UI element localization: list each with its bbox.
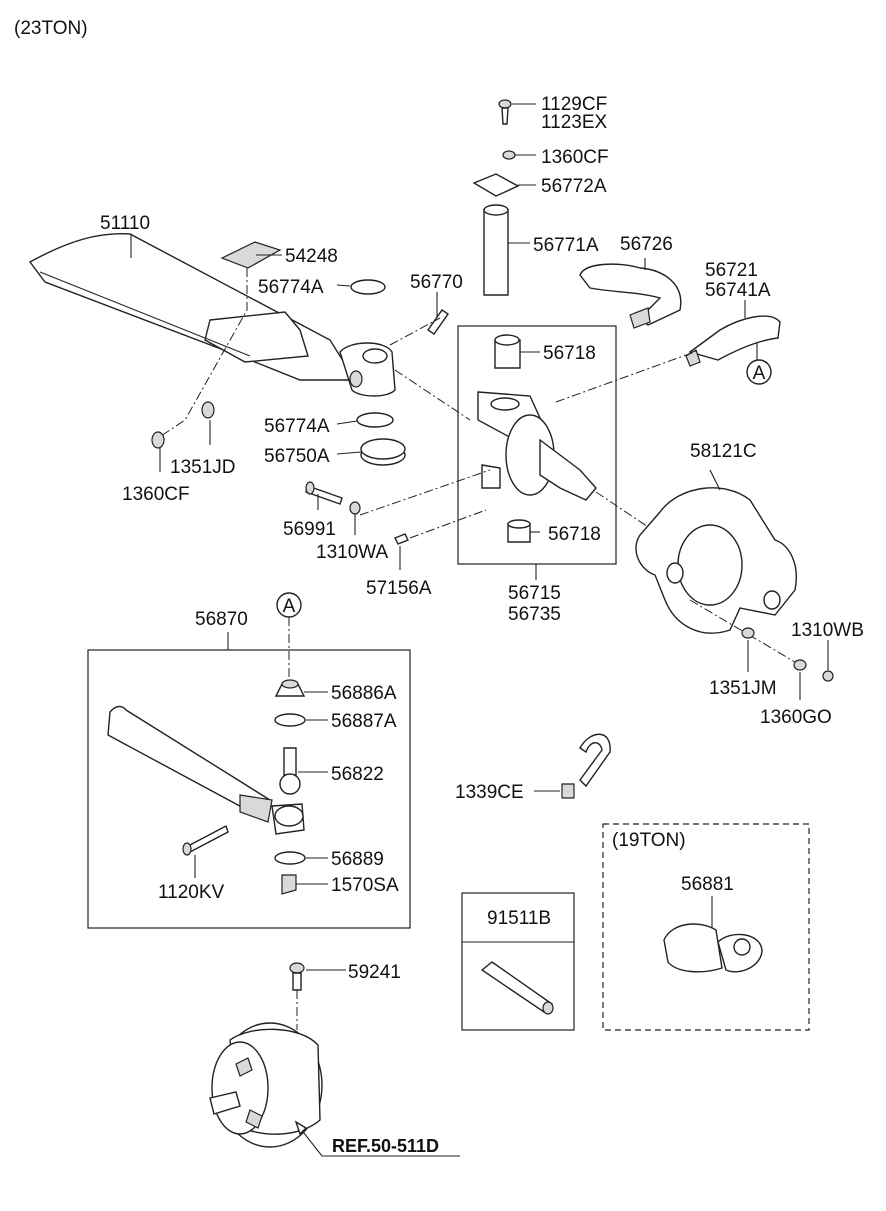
label-56770: 56770: [410, 272, 463, 293]
label-51110: 51110: [100, 213, 150, 234]
label-56772a: 56772A: [541, 176, 607, 197]
bleeder-59241: [289, 962, 305, 991]
plate-54248: [220, 241, 282, 269]
label-56774a-bottom: 56774A: [264, 416, 330, 437]
label-1360cf-top: 1360CF: [541, 147, 609, 168]
label-59241: 59241: [348, 962, 401, 983]
rubber-tube-91511b: [480, 961, 554, 1015]
label-58121c: 58121C: [690, 441, 757, 462]
washer-1351jm: [741, 627, 755, 639]
label-56750a: 56750A: [264, 446, 330, 467]
steering-knuckle-56715: [477, 391, 597, 501]
brake-chamber: [209, 1022, 323, 1148]
steering-arm-56726: [579, 263, 682, 329]
boot-56886a: [274, 679, 306, 697]
tie-rod-56870: [107, 705, 305, 835]
label-56822: 56822: [331, 764, 384, 785]
washer-1360cf-top: [502, 150, 516, 160]
label-56721: 56721: [705, 260, 758, 281]
pin-57156a: [394, 533, 409, 545]
tie-rod-end-56881: [663, 923, 763, 973]
fitting-1570sa: [281, 874, 297, 895]
knuckle-group-box: [457, 325, 617, 565]
king-pin-56770: [427, 309, 449, 335]
label-1310wa: 1310WA: [316, 542, 388, 563]
plate-56772a: [472, 173, 520, 197]
label-56715: 56715: [508, 583, 561, 604]
inset-19ton-title: (19TON): [612, 830, 686, 851]
front-axle-beam: [28, 233, 396, 397]
label-54248: 54248: [285, 246, 338, 267]
brake-spider-58121c: [635, 487, 797, 634]
label-1360go: 1360GO: [760, 707, 832, 728]
washer-1360go: [793, 659, 807, 671]
callout-a-top: [746, 359, 772, 385]
label-56991: 56991: [283, 519, 336, 540]
bolt-1129cf: [498, 99, 512, 125]
bushing-56718-top: [494, 334, 521, 369]
shim-56774a-bottom: [356, 412, 394, 428]
label-56774a-top: 56774A: [258, 277, 324, 298]
label-56718-top: 56718: [543, 343, 596, 364]
washer-1351jd: [201, 401, 215, 419]
bushing-56718-bottom: [507, 519, 531, 543]
variant-title: (23TON): [14, 18, 88, 39]
nut-1339ce: [561, 783, 575, 799]
label-1570sa: 1570SA: [331, 875, 399, 896]
label-1123ex: 1123EX: [541, 112, 608, 133]
tie-rod-group-box: [87, 649, 411, 929]
label-1339ce: 1339CE: [455, 782, 524, 803]
shim-56774a-top: [350, 279, 386, 295]
label-1310wb: 1310WB: [791, 620, 864, 641]
label-56887a: 56887A: [331, 711, 397, 732]
label-91511b: 91511B: [487, 908, 551, 929]
label-1351jd: 1351JD: [170, 457, 236, 478]
bolt-56991: [305, 481, 343, 505]
label-56771a: 56771A: [533, 235, 599, 256]
label-56886a: 56886A: [331, 683, 397, 704]
tube-56771a: [483, 204, 509, 296]
ring-56887a: [274, 713, 306, 727]
label-56870: 56870: [195, 609, 248, 630]
ball-stud-56822: [279, 747, 301, 795]
label-56735: 56735: [508, 604, 561, 625]
tie-rod-end-56721: [685, 315, 781, 367]
washer-1360cf: [151, 431, 165, 449]
seal-56889: [274, 851, 306, 865]
callout-a-top-letter: A: [753, 363, 766, 384]
inset-19ton-box: [602, 823, 810, 1031]
label-56726: 56726: [620, 234, 673, 255]
label-1351jm: 1351JM: [709, 678, 777, 699]
label-1120kv: 1120KV: [158, 882, 225, 903]
label-57156a: 57156A: [366, 578, 432, 599]
bolt-1120kv: [182, 824, 229, 856]
thrust-bearing-56750a: [360, 438, 406, 466]
nut-1310wb: [822, 670, 834, 682]
callout-a-bottom-letter: A: [283, 596, 296, 617]
label-56889: 56889: [331, 849, 384, 870]
label-56718-bottom: 56718: [548, 524, 601, 545]
part-91511b-box: [461, 892, 575, 1031]
u-bolt: [579, 733, 611, 788]
label-1360cf-left: 1360CF: [122, 484, 190, 505]
nut-1310wa: [349, 501, 361, 515]
label-56741a: 56741A: [705, 280, 771, 301]
label-1129cf: 1129CF: [541, 94, 607, 115]
reference-label: REF.50-511D: [332, 1136, 439, 1156]
label-56881: 56881: [681, 874, 734, 895]
